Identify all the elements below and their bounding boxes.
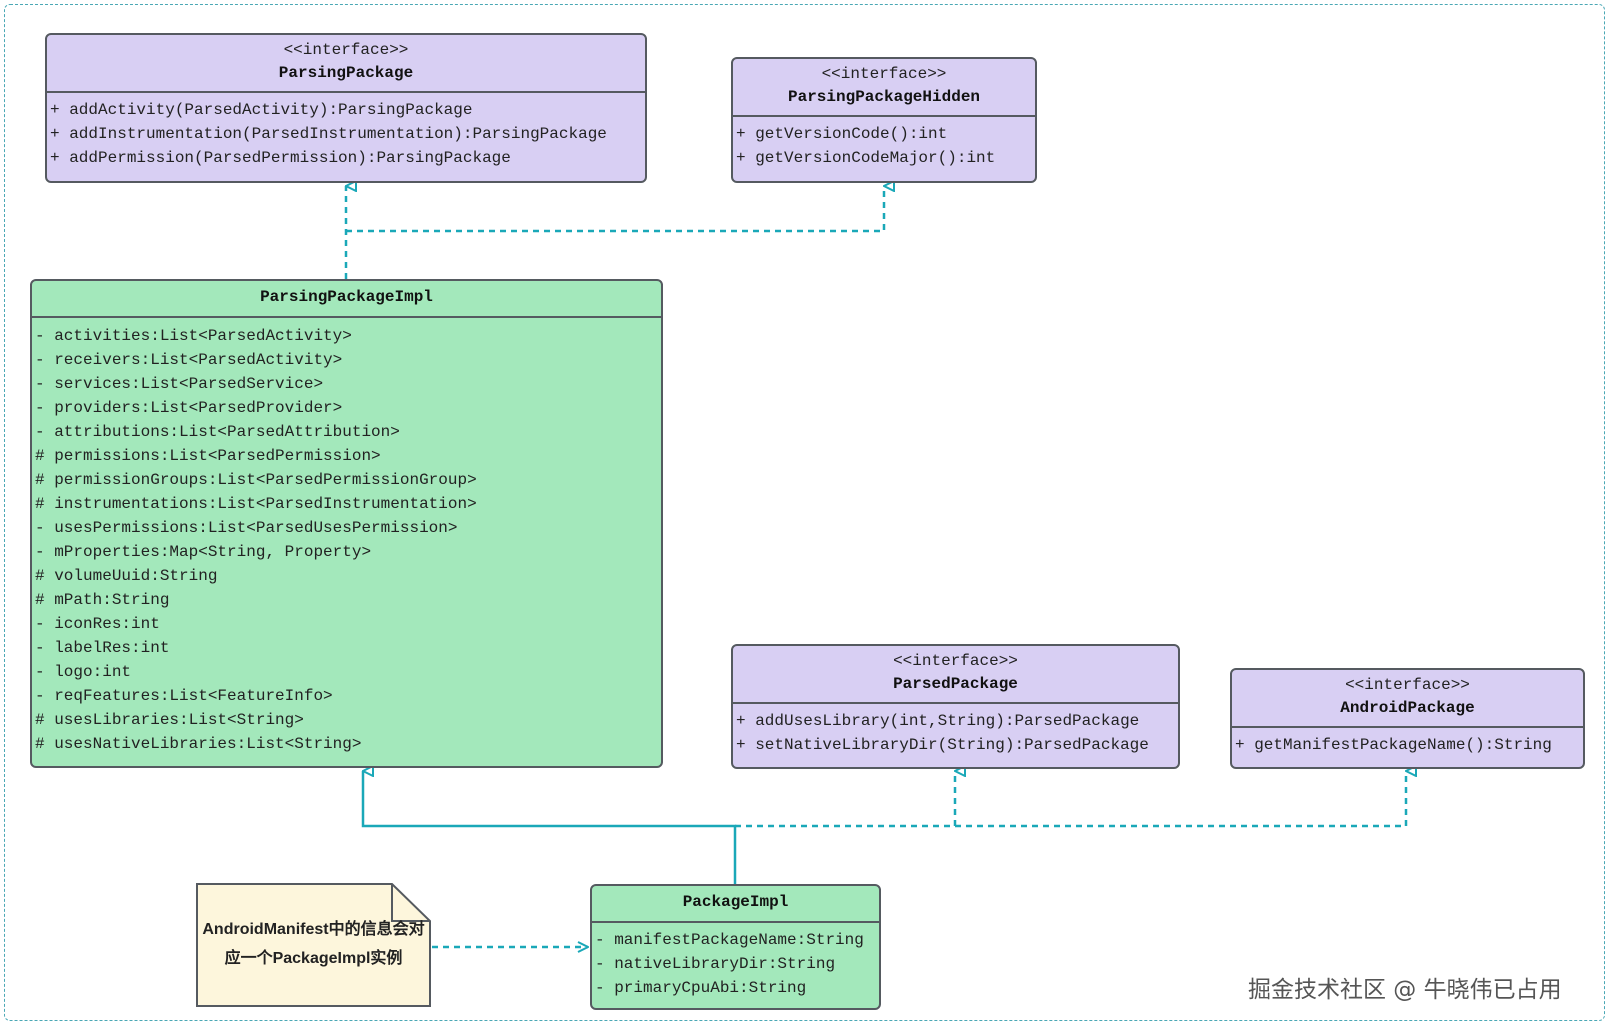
class-name: ParsingPackage (278, 64, 414, 82)
field-item: - primaryCpuAbi:String (595, 979, 807, 997)
class-package-impl[interactable]: PackageImpl - manifestPackageName:String… (590, 884, 881, 1010)
inheritance-packageimpl-to-parsingpackageimpl (361, 771, 737, 884)
class-header: <<interface>> ParsingPackageHidden (733, 59, 1035, 117)
realization-packageimpl-to-androidpackage (955, 771, 1406, 828)
field-item: - reqFeatures:List<FeatureInfo> (35, 687, 333, 705)
realization-packageimpl-to-parsedpackage (735, 771, 955, 828)
field-item: - mProperties:Map<String, Property> (35, 543, 372, 561)
method-item: + getVersionCodeMajor():int (736, 149, 996, 167)
field-item: - activities:List<ParsedActivity> (35, 327, 352, 345)
method-item: + addUsesLibrary(int,String):ParsedPacka… (736, 712, 1140, 730)
field-item: # instrumentations:List<ParsedInstrument… (35, 495, 477, 513)
stereotype-label: <<interface>> (821, 65, 947, 83)
class-parsing-package-impl[interactable]: ParsingPackageImpl - activities:List<Par… (30, 279, 663, 768)
class-parsing-package[interactable]: <<interface>> ParsingPackage + addActivi… (45, 33, 647, 183)
method-list: + addUsesLibrary(int,String):ParsedPacka… (733, 704, 1178, 757)
field-item: # mPath:String (35, 591, 170, 609)
method-item: + getVersionCode():int (736, 125, 948, 143)
class-parsing-package-hidden[interactable]: <<interface>> ParsingPackageHidden + get… (731, 57, 1037, 183)
field-list: - activities:List<ParsedActivity> - rece… (32, 318, 661, 756)
realization-impl-to-hidden (346, 186, 884, 233)
field-list: - manifestPackageName:String - nativeLib… (592, 923, 879, 1000)
class-parsed-package[interactable]: <<interface>> ParsedPackage + addUsesLib… (731, 644, 1180, 769)
note-line: 应一个PackageImpl实例 (224, 950, 403, 967)
field-item: - providers:List<ParsedProvider> (35, 399, 343, 417)
class-name: AndroidPackage (1340, 699, 1475, 717)
method-list: + addActivity(ParsedActivity):ParsingPac… (47, 93, 645, 170)
method-item: + addInstrumentation(ParsedInstrumentati… (50, 125, 607, 143)
method-item: + addActivity(ParsedActivity):ParsingPac… (50, 101, 473, 119)
field-item: - receivers:List<ParsedActivity> (35, 351, 343, 369)
diagram-frame (4, 4, 1605, 1021)
class-header: ParsingPackageImpl (32, 281, 661, 318)
field-item: - labelRes:int (35, 639, 170, 657)
field-item: - attributions:List<ParsedAttribution> (35, 423, 400, 441)
stereotype-label: <<interface>> (283, 41, 409, 59)
class-name: ParsedPackage (893, 675, 1018, 693)
note-line: AndroidManifest中的信息会对 (202, 921, 425, 938)
method-item: + addPermission(ParsedPermission):Parsin… (50, 149, 511, 167)
class-header: PackageImpl (592, 886, 879, 923)
method-item: + getManifestPackageName():String (1235, 736, 1552, 754)
stereotype-label: <<interface>> (1345, 676, 1470, 694)
field-item: - manifestPackageName:String (595, 931, 864, 949)
stereotype-label: <<interface>> (893, 652, 1018, 670)
class-header: <<interface>> AndroidPackage (1232, 670, 1583, 728)
field-item: # permissions:List<ParsedPermission> (35, 447, 381, 465)
method-list: + getVersionCode():int + getVersionCodeM… (733, 117, 1035, 170)
field-item: - iconRes:int (35, 615, 160, 633)
field-item: # usesNativeLibraries:List<String> (35, 735, 362, 753)
field-item: - logo:int (35, 663, 132, 681)
method-item: + setNativeLibraryDir(String):ParsedPack… (736, 736, 1149, 754)
field-item: - nativeLibraryDir:String (595, 955, 836, 973)
method-list: + getManifestPackageName():String (1232, 728, 1583, 757)
class-header: <<interface>> ParsingPackage (47, 35, 645, 93)
class-header: <<interface>> ParsedPackage (733, 646, 1178, 704)
class-android-package[interactable]: <<interface>> AndroidPackage + getManife… (1230, 668, 1585, 769)
field-item: # usesLibraries:List<String> (35, 711, 304, 729)
field-item: # permissionGroups:List<ParsedPermission… (35, 471, 477, 489)
class-name: PackageImpl (682, 893, 789, 911)
field-item: # volumeUuid:String (35, 567, 218, 585)
field-item: - usesPermissions:List<ParsedUsesPermiss… (35, 519, 458, 537)
note-shape (196, 883, 431, 1007)
class-name: ParsingPackageHidden (787, 88, 981, 106)
watermark: 掘金技术社区 @ 牛晓伟已占用 (1248, 977, 1562, 1003)
note-text: AndroidManifest中的信息会对 应一个PackageImpl实例 (196, 915, 431, 973)
field-item: - services:List<ParsedService> (35, 375, 324, 393)
class-name: ParsingPackageImpl (260, 288, 433, 306)
